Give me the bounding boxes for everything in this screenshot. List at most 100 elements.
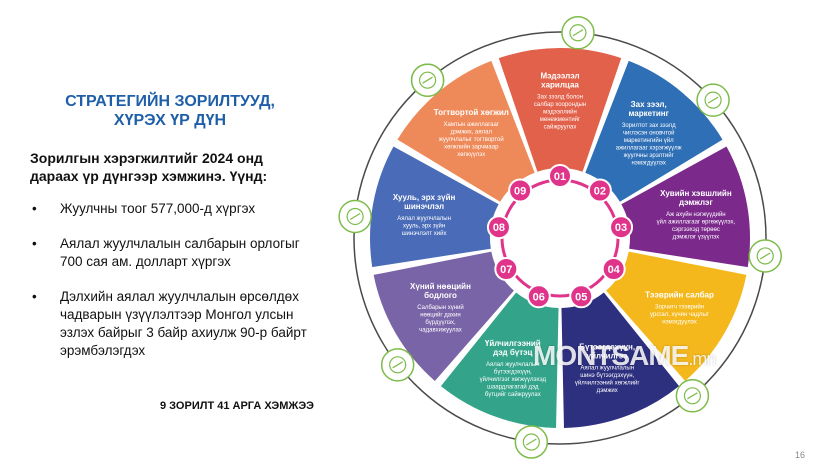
number-label: 03 — [615, 222, 627, 234]
segment-desc: сэргээхэд төрөөс — [672, 227, 720, 233]
segment-title: Тогтвортой хөгжил — [434, 108, 509, 117]
result-item: Аялал жуулчлалын салбарын орлогыг 700 са… — [30, 235, 320, 271]
segment-08 — [370, 146, 499, 268]
number-badge-01 — [548, 164, 572, 188]
segment-desc: үйлчилгээг хөгжүүлэхэд — [480, 376, 547, 383]
presentation-icon-stroke — [572, 29, 584, 37]
segment-desc: сайжруулах — [544, 123, 577, 130]
segment-desc: Хамтын ажиллагааг — [444, 122, 500, 128]
number-label: 01 — [554, 171, 566, 183]
segment-desc: жуулчны эрэлтийг — [624, 152, 675, 159]
number-badge-05 — [569, 284, 594, 309]
number-badge-04 — [601, 257, 626, 281]
watermark: MONTSAME.mn — [533, 340, 716, 372]
segment-desc: нэмэгдүүлэх — [662, 319, 696, 325]
segment-title: бодлого — [424, 291, 457, 300]
segment-title: Үйлчилгээний — [485, 339, 541, 348]
segment-05 — [561, 292, 680, 428]
number-badge-03 — [609, 215, 634, 240]
segment-desc: менежментийг — [540, 116, 581, 123]
number-badge-06 — [526, 284, 551, 309]
segment-desc: Аялал жуулчлалын — [486, 362, 540, 368]
segment-desc: салбар хоорондын — [534, 102, 586, 108]
number-label: 08 — [493, 222, 505, 234]
segment-desc: урсгал, хүчин чадлыг — [650, 312, 710, 318]
segment-desc: Зорчигч тээврийн — [655, 303, 704, 310]
segment-title: дэмжлэг — [679, 198, 713, 207]
segment-title: шинэчлэл — [404, 202, 444, 211]
segment-desc: Салбарын хүний — [417, 304, 464, 311]
number-label: 05 — [575, 291, 587, 303]
outer-ring — [353, 31, 767, 445]
segment-desc: бүрдүүлэх, — [425, 320, 456, 326]
segment-desc: маркетингийн үйл — [624, 137, 674, 144]
number-label: 02 — [594, 186, 606, 198]
segment-desc: дэмжлэг үзүүлэх — [673, 235, 719, 241]
segment-desc: дэмжих — [597, 388, 618, 394]
handshake-icon-stroke — [707, 96, 719, 104]
segment-desc: чиглэсэн оновчтой — [623, 129, 675, 136]
segment-desc: шинэ бүтээгдэхүүн, — [580, 373, 634, 379]
people-group-icon-stroke — [392, 361, 403, 369]
segment-desc: нэмэгдүүлэх — [631, 160, 665, 166]
segment-title: Хууль, эрх зүйн — [393, 193, 456, 202]
segment-desc: мэдээллийн — [543, 108, 577, 115]
segment-desc: чадавхижуулах — [419, 328, 462, 334]
scales-justice-icon-glyph — [346, 207, 364, 226]
number-label: 04 — [608, 264, 621, 276]
number-badge-02 — [587, 178, 612, 203]
segment-title: дэд бүтэц — [493, 348, 532, 357]
airplane-icon-glyph — [756, 247, 774, 265]
segment-title: үйлчилгээ — [587, 352, 629, 361]
segment-01 — [498, 48, 622, 172]
slide-title: СТРАТЕГИЙН ЗОРИЛТУУД, ХҮРЭХ ҮР ДҮН — [40, 92, 300, 130]
segment-title: маркетинг — [628, 109, 669, 118]
segment-04 — [606, 251, 747, 381]
center-hub — [492, 170, 628, 306]
segment-desc: нөөцийг дахин — [420, 312, 461, 319]
segment-09 — [397, 60, 535, 202]
number-label: 07 — [500, 264, 512, 276]
segment-desc: Зорилтот зах зээлд — [622, 123, 676, 129]
scales-justice-icon-stroke — [349, 212, 361, 220]
number-badge-09 — [508, 178, 533, 203]
segment-title: Мэдээлэл — [540, 71, 579, 80]
handshake-hand-icon-glyph — [683, 387, 702, 405]
segment-title: харилцаа — [541, 80, 579, 89]
result-item: Жуулчны тоог 577,000-д хүргэх — [30, 200, 320, 218]
segment-title: Зах зээл, — [631, 100, 667, 109]
segment-07 — [373, 251, 514, 381]
handshake-icon-glyph — [704, 91, 722, 109]
segment-02 — [585, 60, 723, 202]
lead-text: Зорилгын хэрэгжилтийг 2024 онд дараах үр… — [30, 150, 268, 184]
result-item: Дэлхийн аялал жуулчлалын өрсөлдөх чадвар… — [30, 288, 320, 360]
segment-06 — [440, 292, 559, 428]
segment-desc: жуулчлалыг тогтвортой — [439, 136, 504, 143]
segment-desc: хууль, эрх зүйн — [403, 222, 445, 229]
watermark-main: MONTSAME — [533, 340, 689, 371]
page-number: 16 — [794, 450, 805, 460]
people-group-icon-glyph — [389, 356, 407, 374]
segment-desc: Зах зээлд болон — [537, 94, 583, 100]
cycle-icon-glyph — [418, 71, 437, 89]
segment-desc: дэмжих, аялал — [451, 130, 493, 136]
segment-desc: бүтээгдэхүүн, — [494, 369, 532, 375]
segment-desc: хөгжүүлэх — [457, 152, 485, 158]
airplane-icon-stroke — [759, 252, 771, 260]
segment-desc: Аялал жуулчлалын — [580, 366, 634, 372]
thumbs-up-icon-stroke — [526, 438, 537, 446]
number-badge-07 — [494, 257, 519, 281]
segment-03 — [621, 146, 751, 268]
presentation-icon-glyph — [569, 24, 587, 42]
number-badge-08 — [486, 215, 511, 240]
number-label: 09 — [514, 186, 526, 198]
